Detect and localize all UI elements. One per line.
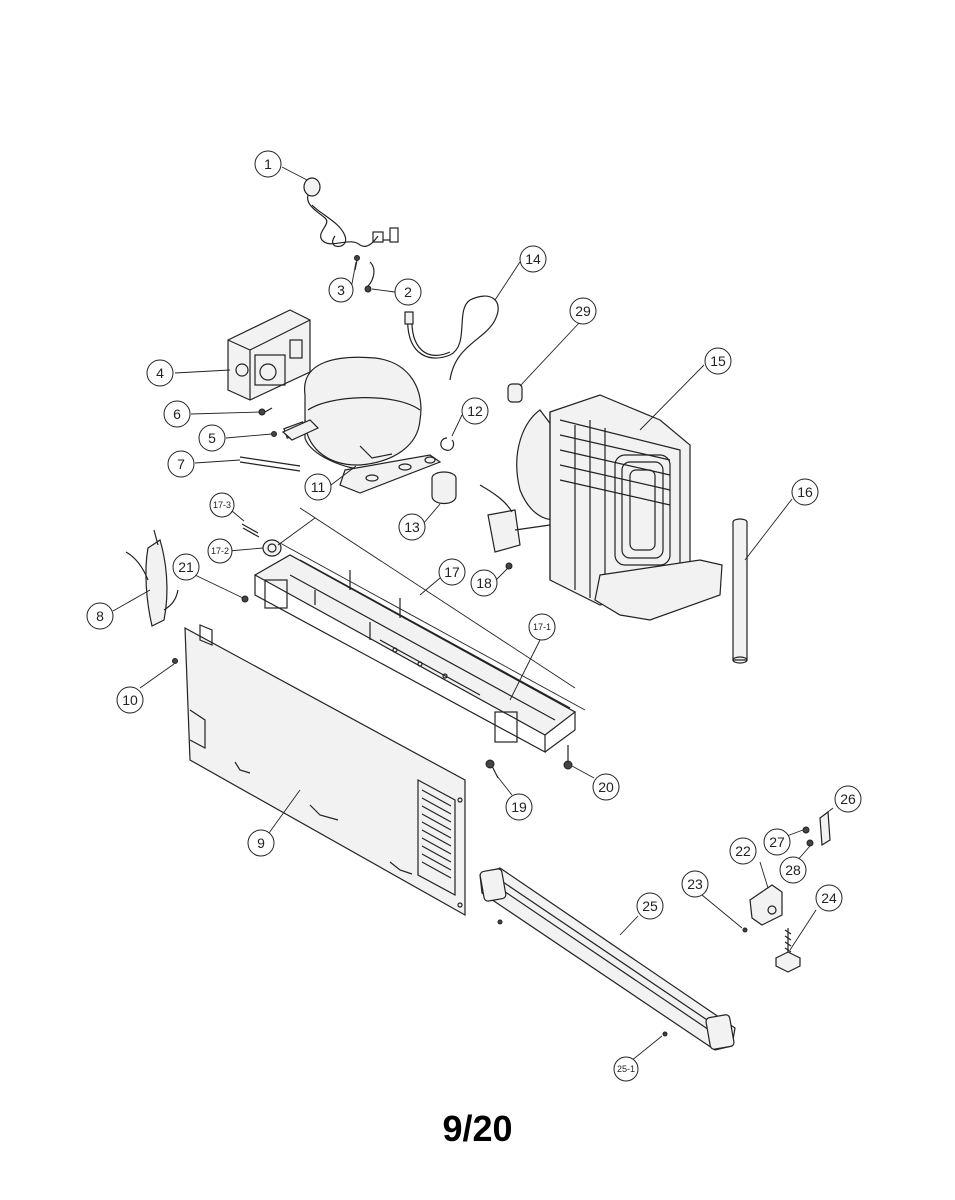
callout-14: 14 [519, 245, 547, 273]
svg-text:4: 4 [156, 365, 164, 381]
svg-text:17: 17 [444, 564, 460, 580]
callout-26: 26 [834, 785, 862, 813]
svg-text:5: 5 [208, 430, 216, 446]
svg-text:7: 7 [177, 456, 185, 472]
base-rail-part [253, 554, 577, 754]
tube-part [239, 456, 301, 472]
svg-text:13: 13 [404, 519, 420, 535]
callout-29: 29 [569, 297, 597, 325]
condenser-assembly-part [479, 394, 723, 621]
callout-13: 13 [398, 513, 426, 541]
clip-part [440, 437, 455, 451]
cap-part [507, 383, 523, 403]
drier-part [125, 529, 179, 627]
svg-text:17-2: 17-2 [211, 546, 229, 556]
callout-7: 7 [167, 450, 195, 478]
grommet-part [431, 471, 457, 505]
leader-lines [112, 166, 834, 1062]
svg-text:18: 18 [476, 575, 492, 591]
svg-text:3: 3 [337, 282, 345, 298]
svg-text:16: 16 [797, 484, 813, 500]
svg-text:9: 9 [257, 835, 265, 851]
page-number: 9/20 [442, 1108, 513, 1149]
callout-23: 23 [681, 870, 709, 898]
callout-25: 25 [636, 892, 664, 920]
bracket-parts [802, 810, 831, 847]
svg-text:27: 27 [769, 834, 785, 850]
callout-10: 10 [116, 686, 144, 714]
svg-text:17-3: 17-3 [213, 500, 231, 510]
callout-2: 2 [394, 278, 422, 306]
capillary-tube-part [404, 295, 499, 381]
bushing-parts [241, 523, 282, 557]
svg-text:1: 1 [264, 156, 272, 172]
svg-text:29: 29 [575, 303, 591, 319]
callout-6: 6 [163, 400, 191, 428]
svg-text:26: 26 [840, 791, 856, 807]
svg-text:2: 2 [404, 284, 412, 300]
svg-text:20: 20 [598, 779, 614, 795]
pipe-part [732, 518, 748, 664]
svg-text:12: 12 [467, 403, 483, 419]
svg-text:14: 14 [525, 251, 541, 267]
callout-5: 5 [198, 424, 226, 452]
svg-text:11: 11 [311, 479, 326, 495]
svg-text:19: 19 [511, 799, 527, 815]
svg-text:23: 23 [687, 876, 703, 892]
callout-16: 16 [791, 478, 819, 506]
leveler-parts [742, 884, 801, 973]
power-cord-part [303, 177, 399, 248]
callout-12: 12 [461, 397, 489, 425]
callout-15: 15 [704, 347, 732, 375]
callout-3: 3 [328, 277, 354, 303]
svg-text:6: 6 [173, 406, 181, 422]
callout-18: 18 [470, 569, 498, 597]
callout-8: 8 [86, 602, 114, 630]
svg-text:17-1: 17-1 [533, 622, 551, 632]
callout-9: 9 [247, 829, 275, 857]
callout-21: 21 [172, 553, 200, 581]
svg-text:15: 15 [710, 353, 726, 369]
kick-plate-part [479, 867, 736, 1051]
callout-11: 11 [304, 473, 332, 501]
callout-25-1: 25-1 [613, 1056, 639, 1082]
callout-17-1: 17-1 [528, 613, 556, 641]
svg-text:24: 24 [821, 890, 837, 906]
callout-1: 1 [254, 150, 282, 178]
svg-text:21: 21 [178, 559, 194, 575]
callout-4: 4 [146, 359, 174, 387]
svg-text:25-1: 25-1 [617, 1064, 635, 1074]
cord-screws-part [354, 255, 375, 293]
svg-text:22: 22 [735, 843, 751, 859]
callout-22: 22 [729, 837, 757, 865]
callout-24: 24 [815, 884, 843, 912]
relay-box-part [227, 309, 311, 401]
callout-17: 17 [438, 558, 466, 586]
panel-screw-part [172, 658, 178, 664]
callout-17-3: 17-3 [209, 492, 235, 518]
callout-19: 19 [505, 793, 533, 821]
back-panel-part [184, 624, 466, 917]
svg-text:10: 10 [122, 692, 138, 708]
svg-text:8: 8 [96, 608, 104, 624]
callout-20: 20 [592, 773, 620, 801]
compressor-part [281, 356, 442, 494]
callout-28: 28 [779, 856, 807, 884]
callout-27: 27 [763, 828, 791, 856]
callout-17-2: 17-2 [207, 538, 233, 564]
svg-text:28: 28 [785, 862, 801, 878]
svg-text:25: 25 [642, 898, 658, 914]
base-screws-part [241, 562, 573, 779]
